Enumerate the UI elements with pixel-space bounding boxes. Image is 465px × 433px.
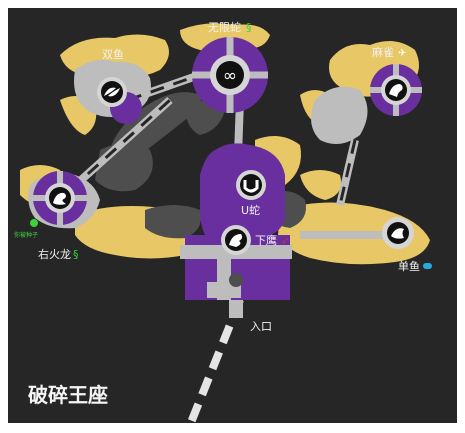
label-lower-eagle: 下鹰 [255, 233, 277, 247]
label-entrance: 入口 [250, 320, 272, 333]
fish-tag-icon [423, 263, 432, 269]
node-u-snake[interactable] [236, 170, 266, 200]
twin-fish-icon [104, 87, 120, 97]
entrance-path [186, 298, 244, 427]
label-single-fish: 单鱼 [398, 259, 420, 273]
seed-marker-label: 你被种子 [14, 231, 38, 239]
node-twin-fish[interactable] [97, 77, 127, 107]
corridor-dashes [68, 70, 357, 206]
infinity-icon: ∞ [223, 66, 237, 86]
seed-marker-dot[interactable] [30, 219, 38, 227]
label-twin-fish: 双鱼 [102, 47, 124, 61]
label-sparrow: 麻雀 [372, 45, 394, 59]
node-sparrow[interactable] [381, 75, 411, 105]
u-snake-icon [243, 180, 259, 193]
node-infinite-snake[interactable]: ∞ [210, 55, 250, 95]
node-fire-dragon[interactable] [45, 183, 75, 213]
node-single-fish[interactable] [382, 217, 414, 249]
eagle-icon [229, 234, 243, 247]
fish-icon [391, 228, 404, 239]
fire-dragon-tag-icon: § [73, 248, 79, 261]
snake-tag-icon: § [246, 21, 252, 34]
dragon-icon [53, 192, 66, 205]
label-u-snake: U蛇 [241, 203, 260, 217]
eagle-tag-icon: ➶ [281, 236, 289, 247]
bird-icon [389, 84, 403, 97]
map-title: 破碎王座 [28, 383, 108, 407]
node-lower-eagle[interactable] [221, 225, 251, 255]
label-infinite-snake: 无限蛇 [208, 20, 241, 34]
label-right-fire-dragon: 右火龙 [38, 247, 71, 261]
bird-tag-icon: ✈ [398, 48, 406, 59]
